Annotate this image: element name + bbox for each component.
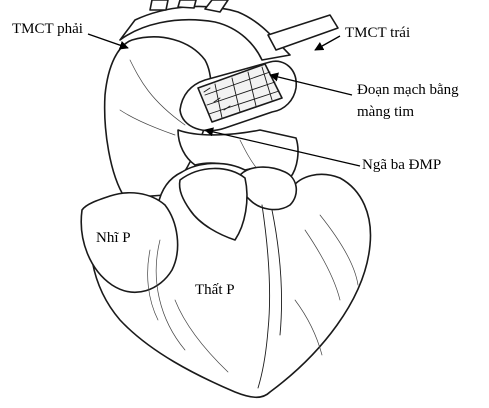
- pericardial-conduit-label-line1: Đoạn mạch bằng: [357, 82, 459, 98]
- left-pulmonary-artery-label: TMCT trái: [345, 25, 410, 41]
- pulmonary-bifurcation-label: Ngã ba ĐMP: [362, 157, 441, 173]
- right-ventricle-label: Thất P: [195, 282, 235, 298]
- right-atrium-label: Nhĩ P: [96, 230, 131, 246]
- heart-body: [81, 163, 370, 397]
- pericardial-conduit-label-line2: màng tim: [357, 104, 414, 120]
- right-pulmonary-artery-label: TMCT phải: [12, 21, 83, 37]
